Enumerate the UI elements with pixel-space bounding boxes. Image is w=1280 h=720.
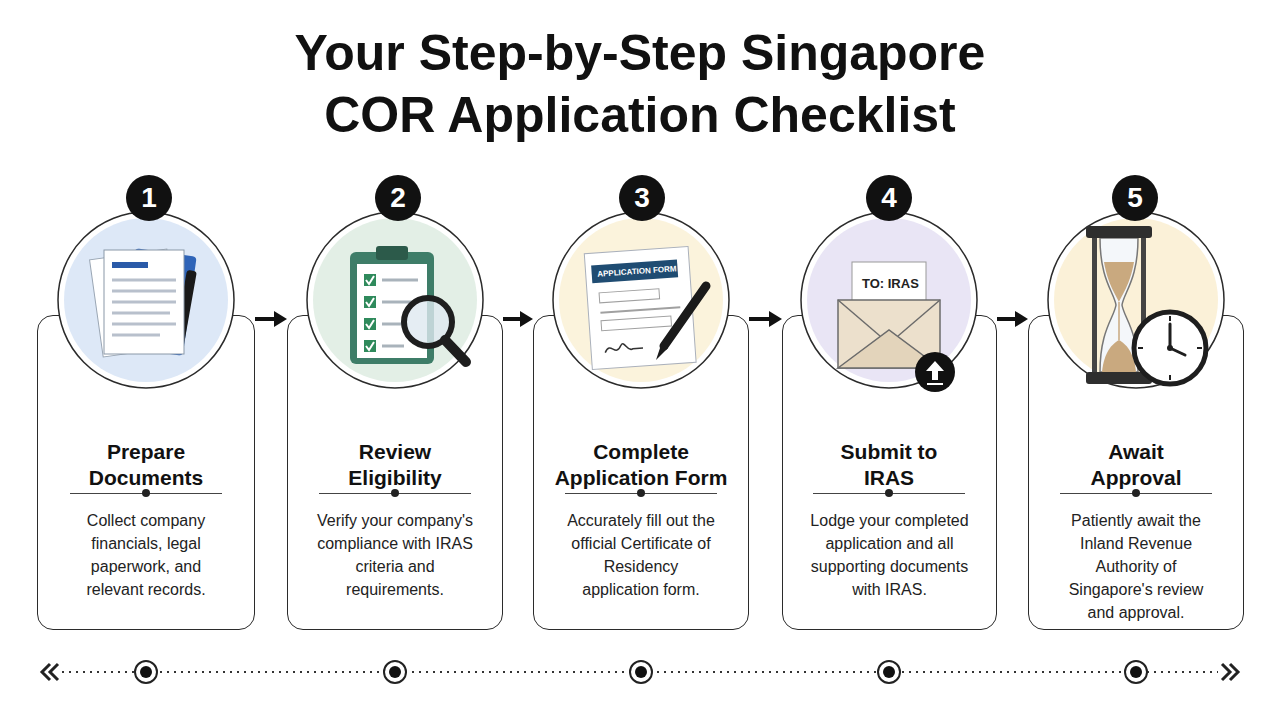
timeline <box>42 661 1238 683</box>
step-heading: Submit to IRAS <box>829 439 949 491</box>
arrow-head <box>769 311 782 327</box>
divider-dot <box>1132 489 1140 497</box>
step-heading: Complete Application Form <box>546 439 736 491</box>
flow-arrow <box>997 311 1028 327</box>
step-description: Patiently await the Inland Revenue Autho… <box>1056 509 1216 624</box>
number-circle-fill <box>126 175 172 221</box>
step-number-circle: 4 <box>866 175 912 221</box>
form-icon <box>553 212 729 388</box>
step-heading: Await Approval <box>1076 439 1196 491</box>
arrow-head <box>274 311 287 327</box>
flow-arrow <box>749 311 782 327</box>
clipboard-icon <box>307 212 483 388</box>
step-number-circle: 1 <box>126 175 172 221</box>
envelope-address-text: TO: IRAS <box>862 275 919 292</box>
flow-arrow <box>503 311 533 327</box>
step-number-circle: 2 <box>375 175 421 221</box>
step-number: 4 <box>866 175 912 221</box>
number-circle-fill <box>1112 175 1158 221</box>
arrow-head <box>520 311 533 327</box>
step-heading: Review Eligibility <box>325 439 465 491</box>
diagram-title: Your Step-by-Step Singapore COR Applicat… <box>140 22 1140 146</box>
step-number: 1 <box>126 175 172 221</box>
step-description: Lodge your completed application and all… <box>807 509 972 601</box>
step-number-circle: 3 <box>619 175 665 221</box>
step-number-circle: 5 <box>1112 175 1158 221</box>
title-block: Your Step-by-Step Singapore COR Applicat… <box>0 22 1280 146</box>
arrow-line <box>255 317 275 321</box>
number-circle-fill <box>866 175 912 221</box>
arrow-line <box>749 317 770 321</box>
step-number: 2 <box>375 175 421 221</box>
arrow-line <box>997 317 1016 321</box>
arrow-line <box>503 317 521 321</box>
divider-dot <box>142 489 150 497</box>
step-heading: Prepare Documents <box>76 439 216 491</box>
hourglass-icon <box>1048 212 1224 388</box>
flow-arrow <box>255 311 287 327</box>
envelope-icon <box>801 212 977 392</box>
documents-icon <box>58 212 234 388</box>
number-circle-fill <box>619 175 665 221</box>
step-description: Collect company financials, legal paperw… <box>66 509 226 601</box>
step-description: Verify your company's compliance with IR… <box>310 509 480 601</box>
step-description: Accurately fill out the official Certifi… <box>566 509 716 601</box>
divider-dot <box>885 489 893 497</box>
arrow-head <box>1015 311 1028 327</box>
divider-dot <box>637 489 645 497</box>
number-circle-fill <box>375 175 421 221</box>
step-number: 3 <box>619 175 665 221</box>
divider-dot <box>391 489 399 497</box>
step-number: 5 <box>1112 175 1158 221</box>
